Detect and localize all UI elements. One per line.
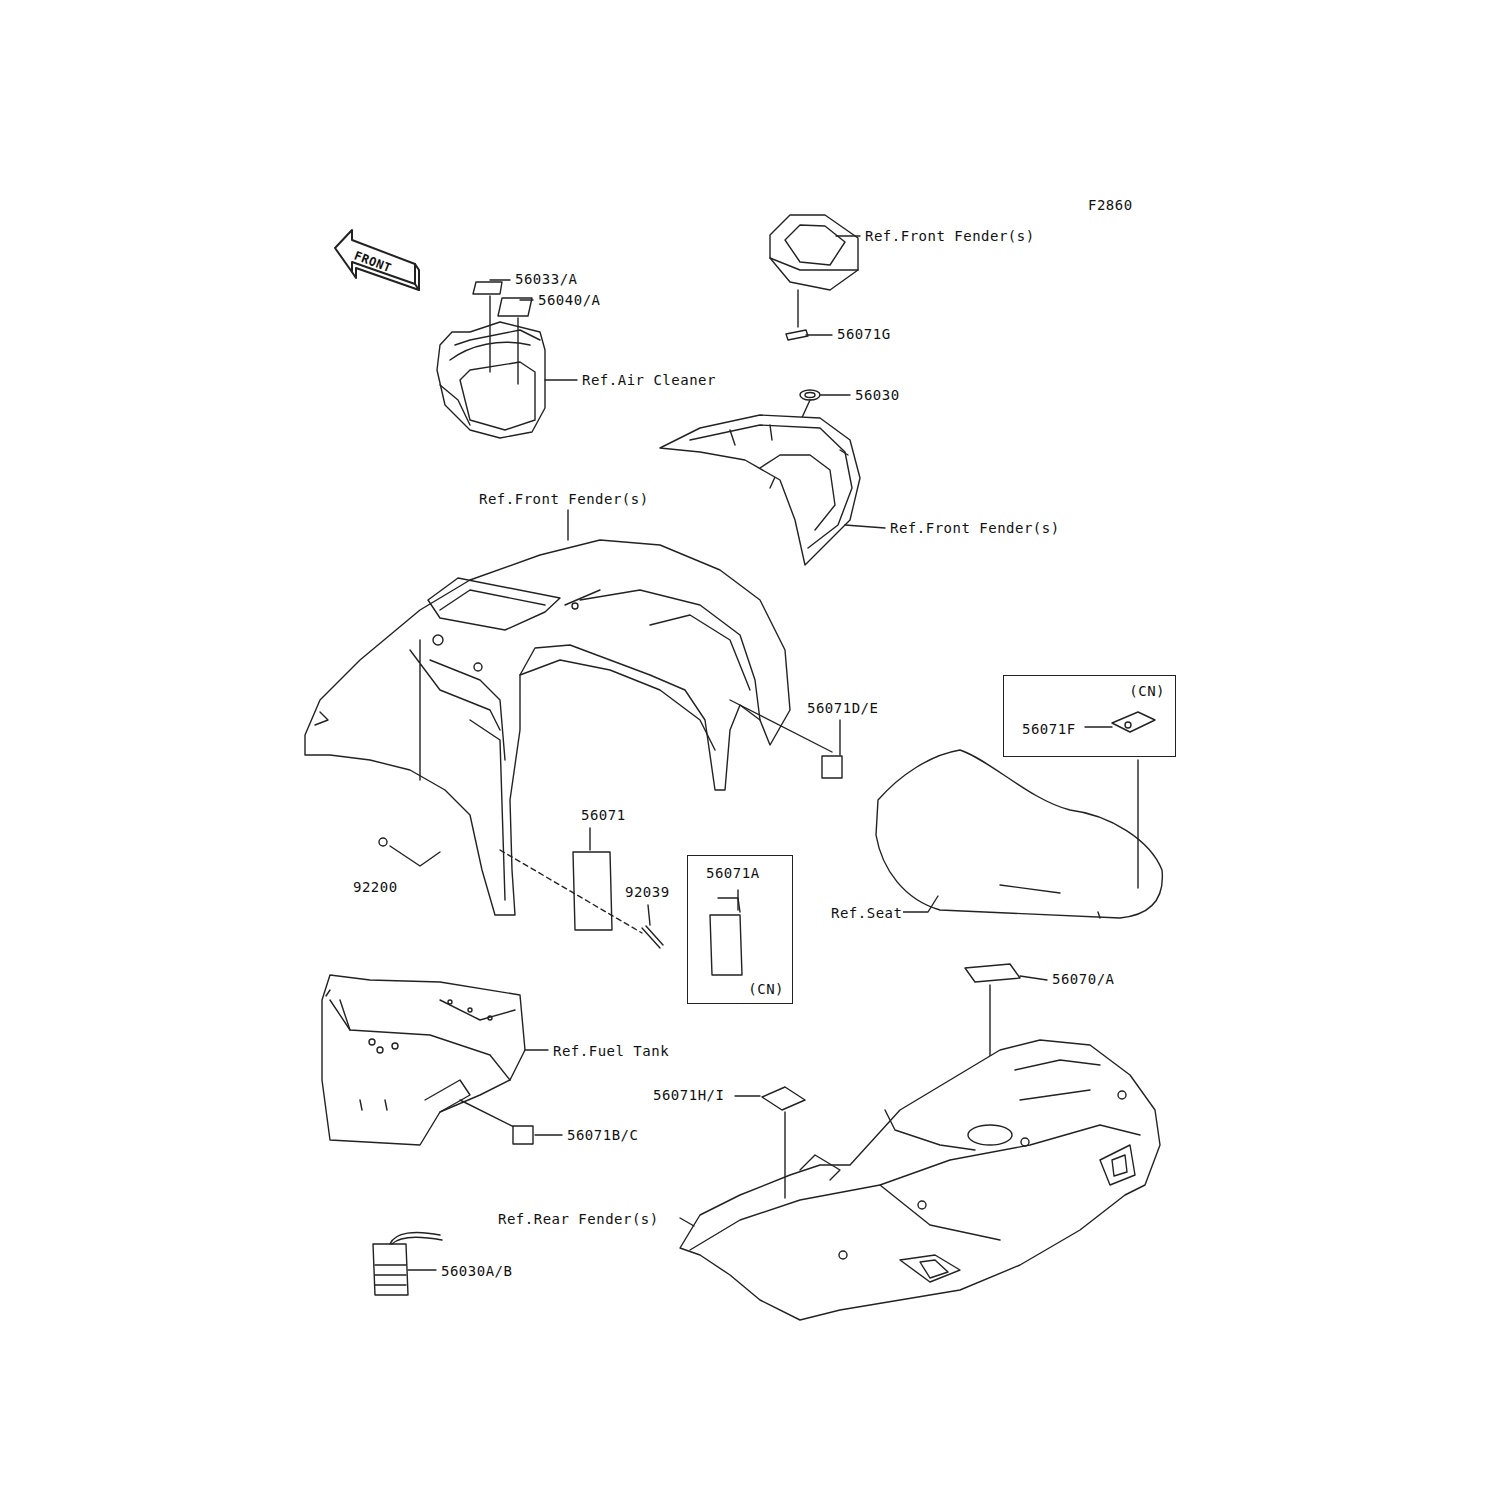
reference-label: Ref.Front Fender(s): [478, 492, 650, 507]
callout-number: 56071H/I: [652, 1088, 725, 1103]
reference-label: Ref.Front Fender(s): [864, 229, 1036, 244]
reference-label: Ref.Rear Fender(s): [497, 1212, 660, 1227]
reference-label: Ref.Front Fender(s): [889, 521, 1061, 536]
callout-number: 56030A/B: [440, 1264, 513, 1279]
callout-number: F2860: [1087, 198, 1134, 213]
region-code: (CN): [748, 982, 784, 997]
callout-number: 92039: [624, 885, 671, 900]
region-code: (CN): [1129, 684, 1165, 699]
front-arrow: [335, 230, 419, 290]
callout-number: 56040/A: [537, 293, 602, 308]
callout-number: 56070/A: [1051, 972, 1116, 987]
callout-number: 56071: [580, 808, 627, 823]
callout-number: 92200: [352, 880, 399, 895]
leader-lines: [408, 236, 1112, 1270]
reference-label: Ref.Air Cleaner: [581, 373, 717, 388]
callout-number: 56071G: [836, 327, 892, 342]
reference-label: Ref.Fuel Tank: [552, 1044, 670, 1059]
region-inset-box: (CN) 56071F: [1003, 675, 1176, 757]
callout-number: 56071F: [1022, 722, 1076, 737]
reference-label: Ref.Seat: [830, 906, 903, 921]
callout-number: 56071A: [706, 866, 760, 881]
callout-number: 56071B/C: [566, 1128, 639, 1143]
callout-number: 56033/A: [514, 272, 579, 287]
region-inset-box: 56071A (CN): [687, 855, 793, 1004]
callout-number: 56071D/E: [806, 701, 879, 716]
callout-number: 56030: [854, 388, 901, 403]
